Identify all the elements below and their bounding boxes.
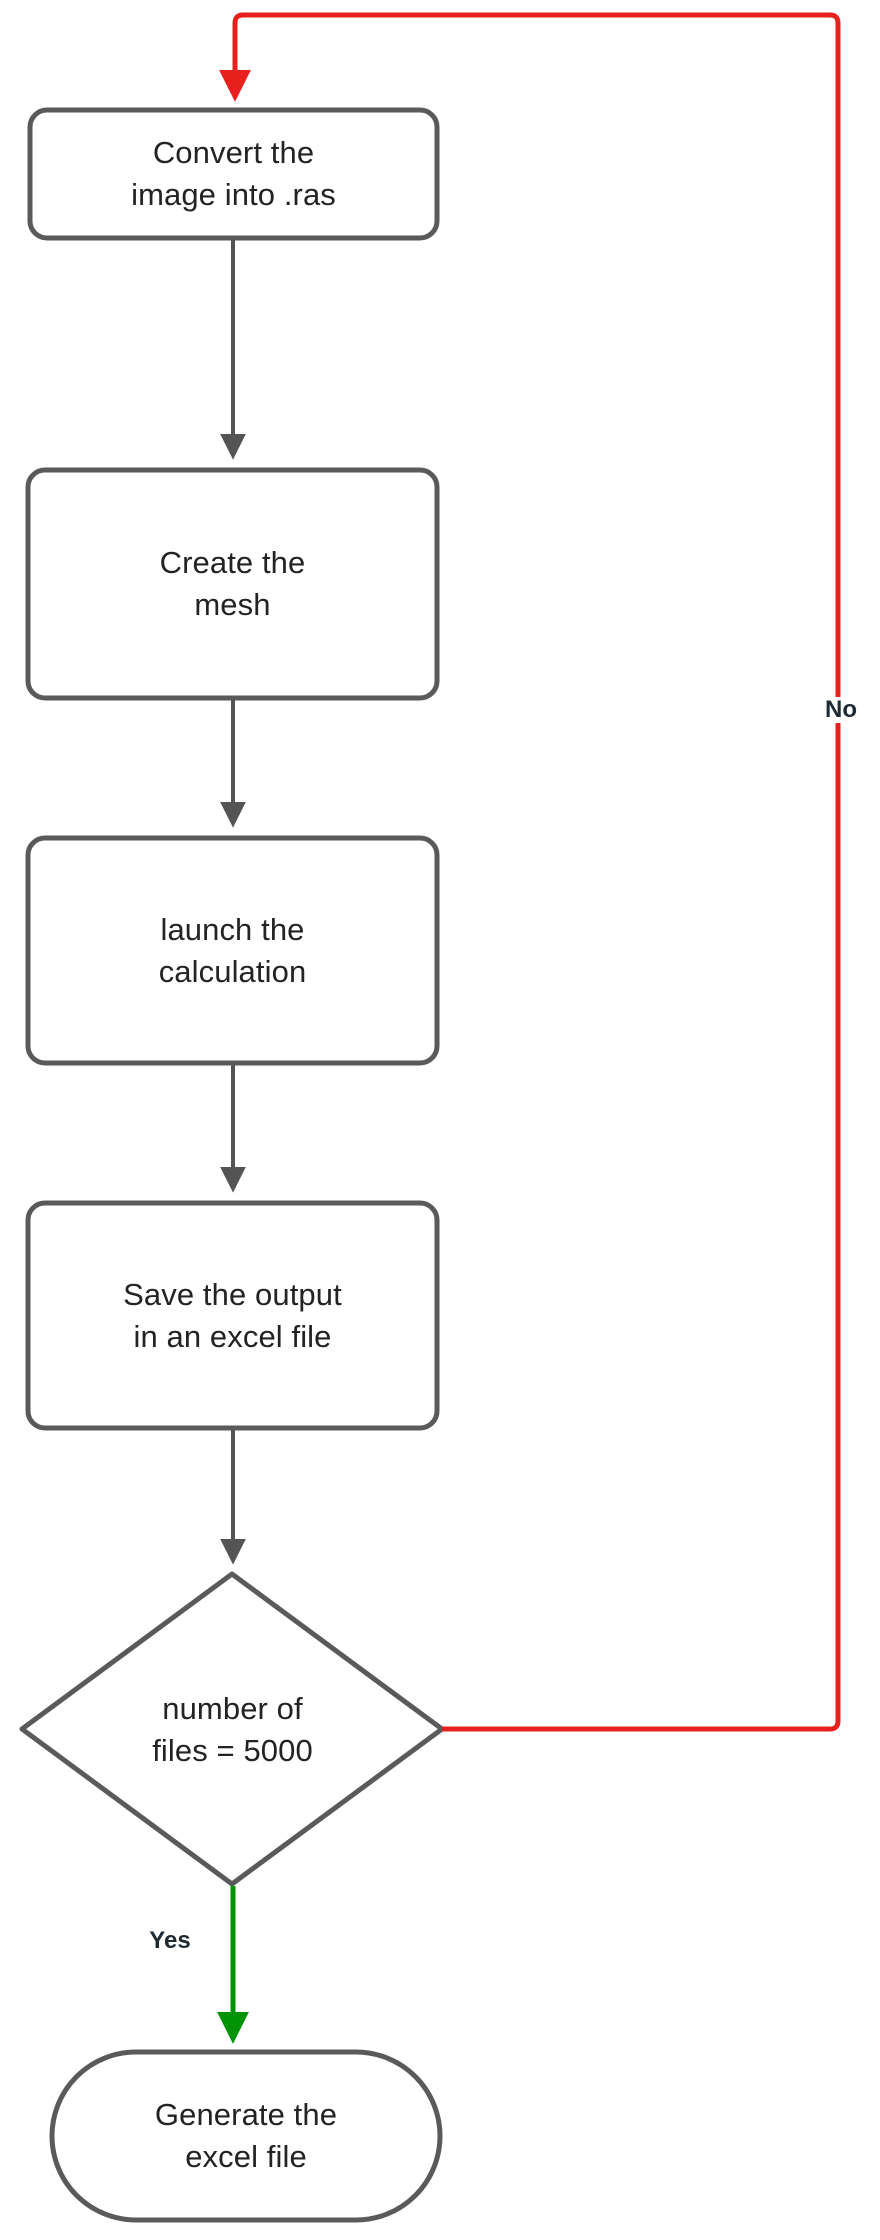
edge-decision-to-convert-no xyxy=(218,12,841,1732)
node-save-shape[interactable] xyxy=(25,1200,440,1431)
node-launch-shape[interactable] xyxy=(25,835,440,1066)
edge-label-no: No xyxy=(806,697,876,723)
edge-label-yes: Yes xyxy=(133,1928,207,1954)
node-decision-shape[interactable] xyxy=(19,1571,445,1887)
node-generate-shape[interactable] xyxy=(49,2049,443,2223)
node-convert-shape[interactable] xyxy=(27,107,440,241)
node-mesh-shape[interactable] xyxy=(25,467,440,701)
